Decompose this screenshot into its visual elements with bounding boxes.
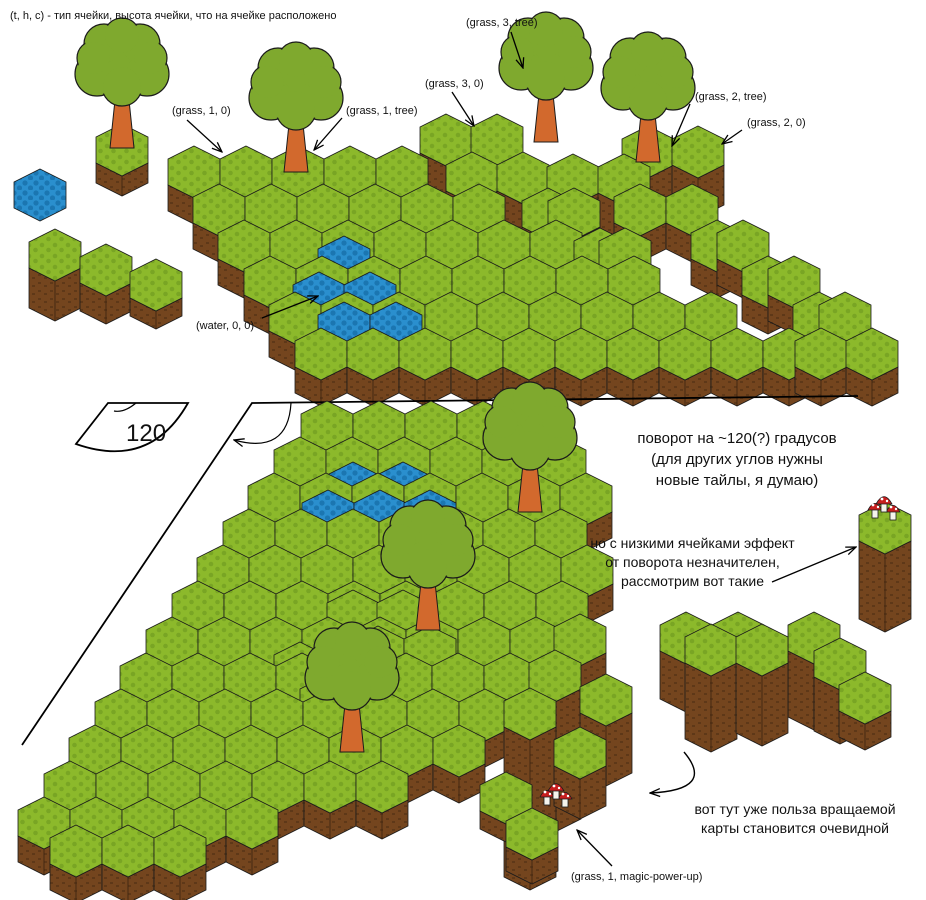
water-sample-tile	[13, 168, 67, 222]
grass-tile	[355, 760, 409, 840]
arrow-powerup	[577, 830, 613, 867]
benefit-note-line-1: вот тут уже польза вращаемой	[694, 801, 896, 817]
label-grass-1-powerup: (grass, 1, magic-power-up)	[571, 871, 703, 883]
grass-tile	[684, 623, 738, 753]
grass-tile	[101, 824, 155, 900]
label-grass-3-tree: (grass, 3, tree)	[466, 17, 538, 29]
low-cells-note-line-1: но с низкими ячейками эффект	[590, 535, 795, 551]
dirt-sample-tile	[129, 258, 183, 330]
dirt-sample-tile	[28, 228, 82, 322]
arrow-grass-1-tree	[314, 117, 343, 150]
mushroom-powerup-icon	[539, 783, 573, 808]
grass-tile	[153, 824, 207, 900]
grass-tile	[225, 796, 279, 876]
rotation-note: поворот на ~120(?) градусов (для других …	[612, 428, 862, 491]
low-cells-note-line-2: от поворота незначителен,	[605, 554, 780, 570]
grass-tile	[49, 824, 103, 900]
dirt-sample-tile	[79, 243, 133, 325]
single-pillar-tile	[858, 501, 912, 633]
low-cells-note: но с низкими ячейками эффект от поворота…	[585, 534, 800, 591]
arrow-water	[261, 296, 318, 319]
grass-sample-tile	[95, 123, 149, 197]
rotation-note-line-2: (для других углов нужны	[651, 451, 823, 468]
rotation-note-line-3: новые тайлы, я думаю)	[655, 472, 819, 489]
label-grass-2-0: (grass, 2, 0)	[747, 117, 806, 129]
grass-tile	[432, 724, 486, 804]
grass-tile	[845, 327, 899, 407]
grass-tile	[303, 760, 357, 840]
angle-sector	[74, 402, 190, 453]
grass-tile	[838, 671, 892, 751]
grass-tile	[346, 327, 400, 407]
angle-arc	[113, 402, 137, 412]
grass-tile	[450, 327, 504, 407]
grass-tile	[658, 327, 712, 407]
arrow-pillar	[771, 547, 856, 583]
tree-grass-1	[248, 41, 344, 173]
label-grass-2-tree: (grass, 2, tree)	[695, 91, 767, 103]
arrow-grass-3-0	[451, 91, 474, 126]
label-grass-3-0: (grass, 3, 0)	[425, 78, 484, 90]
grass-tile	[735, 623, 789, 747]
benefit-note-line-2: карты становится очевидной	[701, 820, 889, 836]
grass-tile	[710, 327, 764, 407]
tall-blocks-group	[659, 611, 892, 753]
mushroom-pillar-icon	[867, 496, 901, 521]
rotation-note-line-1: поворот на ~120(?) градусов	[637, 430, 837, 447]
arrow-grass-3-tree	[510, 31, 523, 68]
tree-rotated-2	[380, 499, 476, 631]
grass-tile	[294, 327, 348, 407]
tree-rotated-3	[304, 621, 400, 753]
grass-tile	[606, 327, 660, 407]
arrow-grass-2-0	[722, 129, 743, 144]
rotation-frame-lines	[21, 395, 859, 746]
grass-tile	[398, 327, 452, 407]
legend-text: (t, h, c) - тип ячейки, высота ячейки, ч…	[10, 10, 337, 22]
tree-grass-2	[600, 31, 696, 163]
arrow-benefit	[650, 751, 696, 793]
top-map	[167, 113, 899, 407]
tree-rotated-1	[482, 381, 578, 513]
low-cells-note-line-3: рассмотрим вот такие	[620, 573, 765, 589]
rotation-arrow	[234, 402, 292, 443]
grass-tile	[794, 327, 848, 407]
label-grass-1-tree: (grass, 1, tree)	[346, 105, 418, 117]
tree-sample	[74, 17, 170, 149]
label-water-0-0: (water, 0, 0)	[196, 320, 255, 332]
arrow-grass-1-0	[186, 119, 222, 152]
benefit-note: вот тут уже польза вращаемой карты стано…	[675, 800, 915, 838]
label-grass-1-0: (grass, 1, 0)	[172, 105, 231, 117]
angle-value: 120	[126, 420, 167, 447]
arrow-grass-2-tree	[672, 103, 691, 146]
grass-tile	[505, 807, 559, 885]
